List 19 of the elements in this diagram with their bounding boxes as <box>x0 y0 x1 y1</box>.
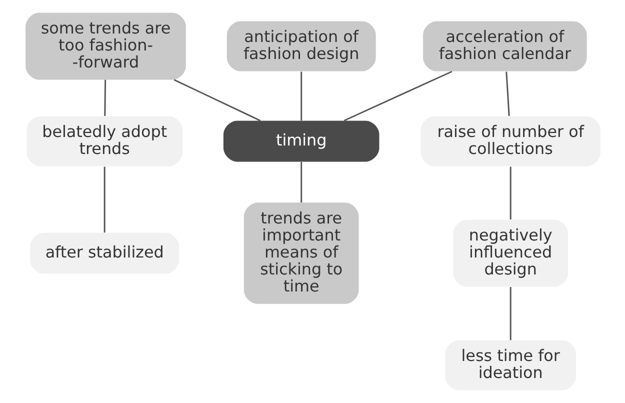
connector <box>103 166 105 233</box>
connector <box>104 80 106 116</box>
node-box: after stabilized <box>30 232 179 274</box>
node-box: trends are important means of sticking to time <box>243 202 358 304</box>
connector <box>300 72 302 121</box>
node-box: raise of number of collections <box>420 116 600 166</box>
connector <box>173 79 260 122</box>
connector <box>509 166 511 220</box>
node-box: some trends are too fashion- -forward <box>25 12 186 80</box>
connector <box>343 70 452 122</box>
node-box: belatedly adopt trends <box>26 116 182 166</box>
connector <box>505 72 510 116</box>
connector <box>300 162 302 202</box>
connector <box>509 287 511 340</box>
node-box: negatively influenced design <box>452 220 568 287</box>
node-box: acceleration of fashion calendar <box>422 21 586 72</box>
node-box: anticipation of fashion design <box>226 21 376 72</box>
node-box: timing <box>222 120 379 162</box>
node-box: less time for ideation <box>444 340 576 390</box>
